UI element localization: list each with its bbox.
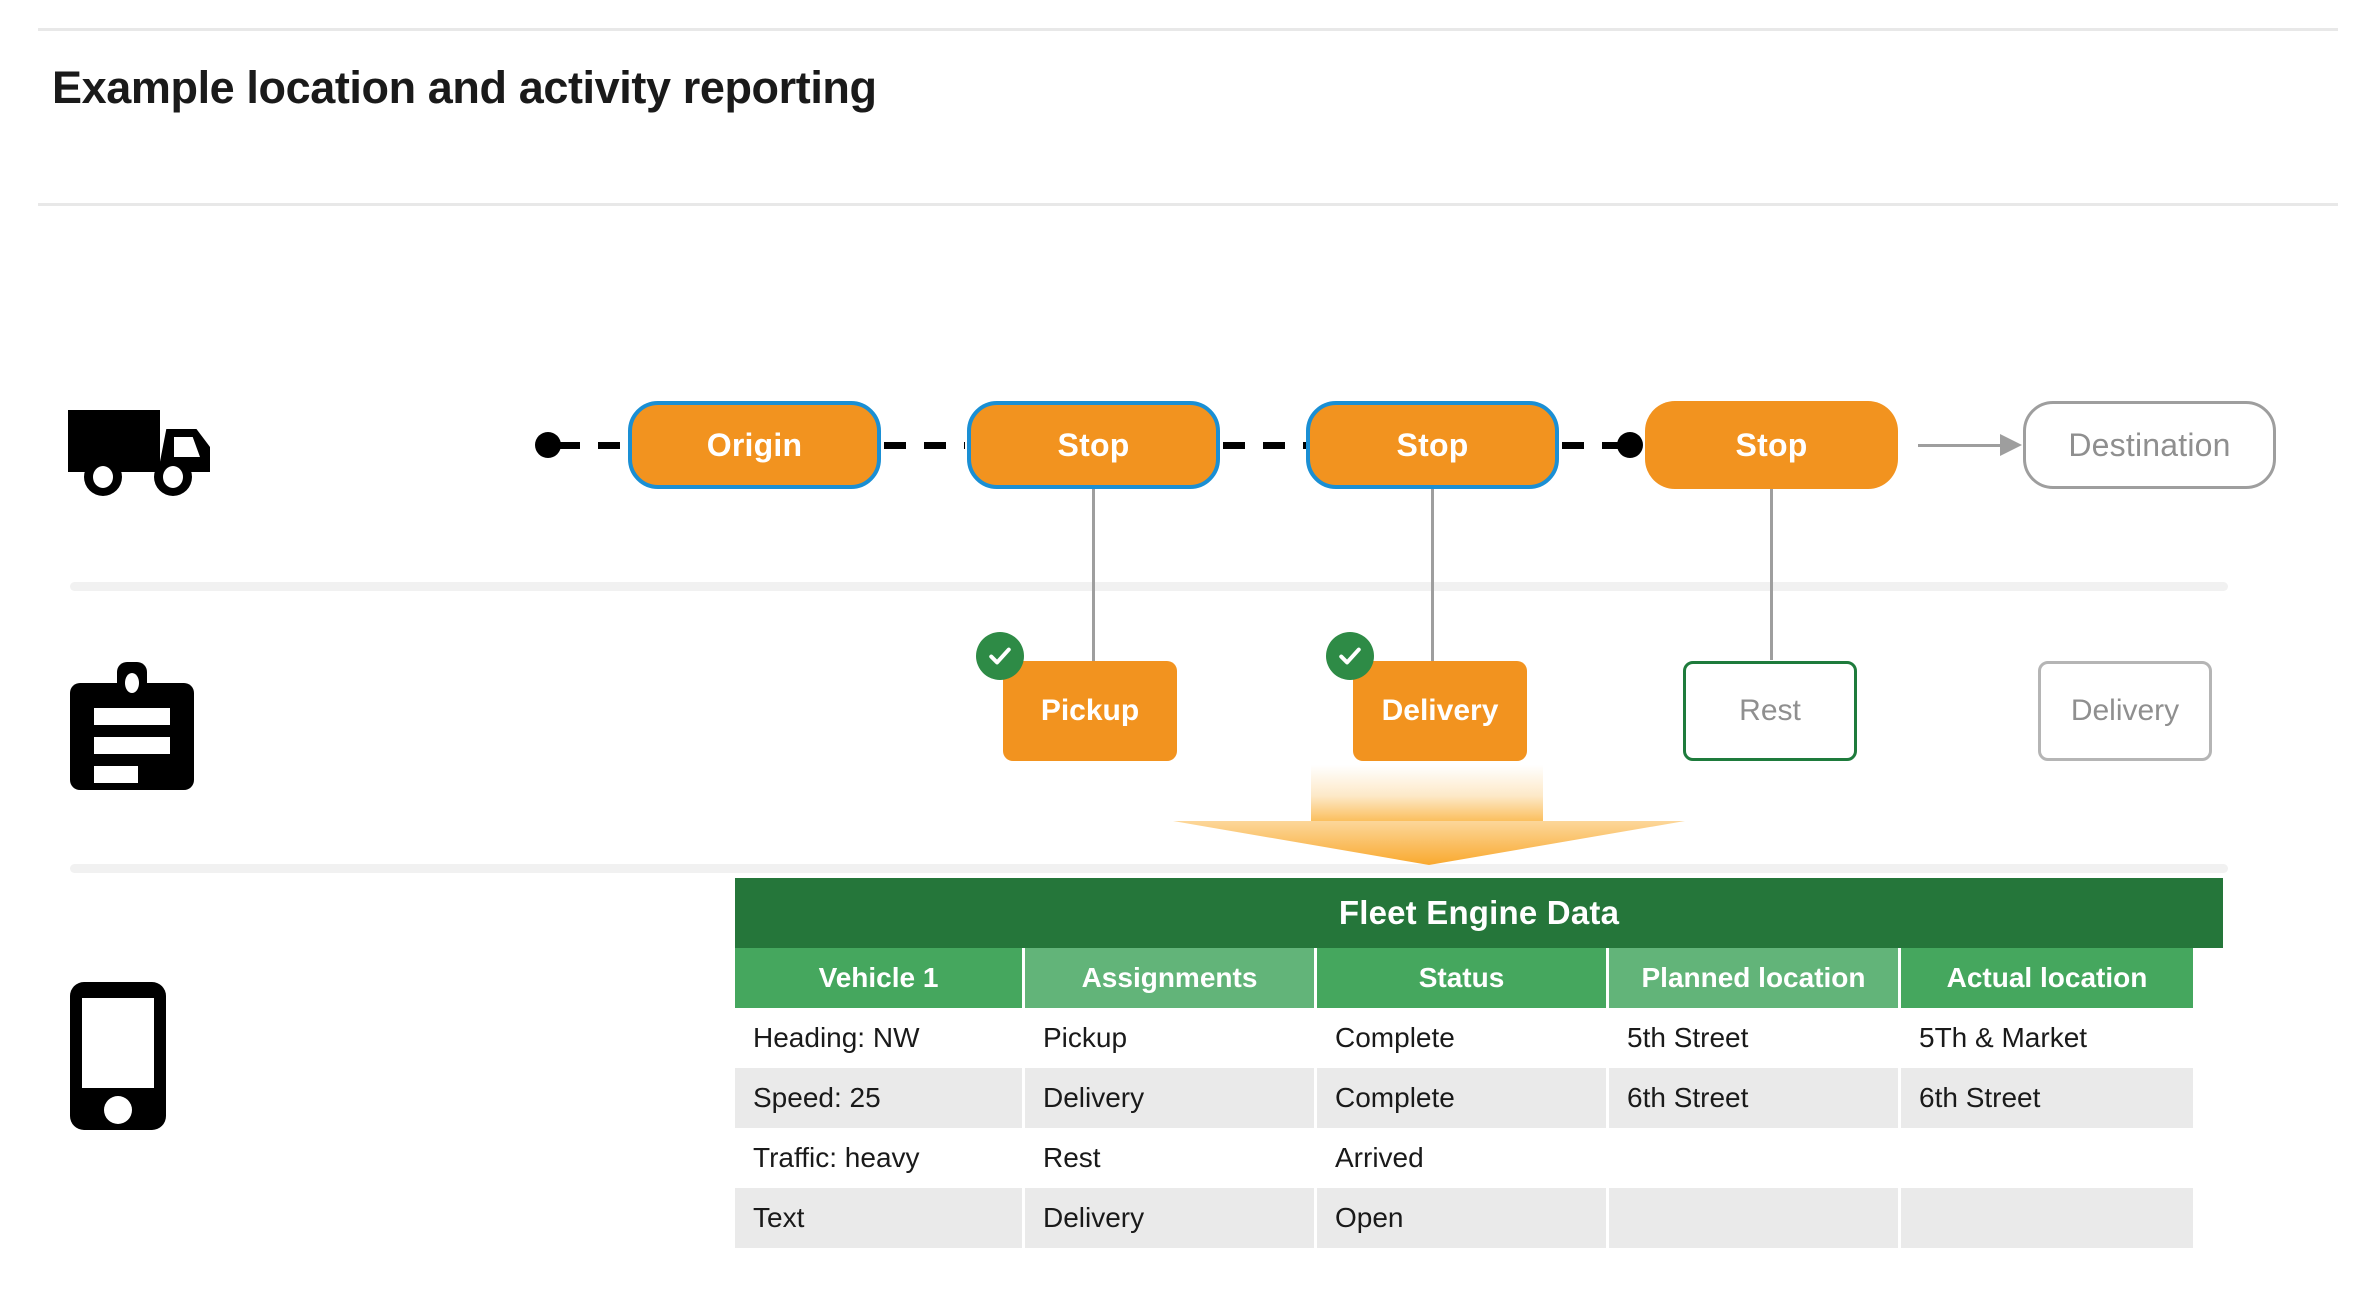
- clipboard-line-1: [94, 708, 170, 725]
- page-title: Example location and activity reporting: [52, 62, 877, 113]
- connector-stop3-rest: [1770, 489, 1773, 660]
- table-header-row: Vehicle 1 Assignments Status Planned loc…: [735, 948, 2193, 1008]
- cell-planned-location: [1609, 1188, 1901, 1248]
- delivery-complete-check-icon: [1326, 632, 1374, 680]
- route-dash-0: [558, 442, 628, 449]
- column-header-actual-location[interactable]: Actual location: [1901, 948, 2193, 1008]
- connector-stop2-delivery: [1431, 489, 1434, 664]
- table-row[interactable]: Text Delivery Open: [735, 1188, 2193, 1248]
- route-arrow-line: [1918, 444, 2014, 447]
- clipboard-line-2: [94, 737, 170, 754]
- truck-hub-rear: [93, 466, 113, 488]
- table-row[interactable]: Traffic: heavy Rest Arrived: [735, 1128, 2193, 1188]
- cell-status: Complete: [1317, 1068, 1609, 1128]
- cell-actual-location: 5Th & Market: [1901, 1008, 2193, 1068]
- lane-divider-route-activity: [70, 582, 2228, 591]
- column-header-status[interactable]: Status: [1317, 948, 1609, 1008]
- mobile-phone-icon: [70, 982, 166, 1130]
- clipboard-icon: [70, 662, 194, 790]
- clipboard-hole-part: [125, 673, 139, 693]
- header-divider-top: [38, 28, 2338, 31]
- cell-planned-location: [1609, 1128, 1901, 1188]
- route-node-label: Destination: [2068, 426, 2231, 463]
- route-current-dot: [1617, 432, 1643, 458]
- route-node-stop-3[interactable]: Stop: [1645, 401, 1898, 489]
- truck-hub-front: [163, 466, 183, 488]
- route-node-label: Origin: [706, 426, 803, 463]
- cell-status: Open: [1317, 1188, 1609, 1248]
- route-node-destination[interactable]: Destination: [2023, 401, 2276, 489]
- phone-home-button-part: [104, 1096, 132, 1124]
- data-flow-arrow-icon: [1173, 765, 1685, 865]
- cell-actual-location: [1901, 1188, 2193, 1248]
- activity-card-label: Delivery: [2070, 694, 2180, 727]
- cell-assignment: Rest: [1025, 1128, 1317, 1188]
- cell-actual-location: [1901, 1128, 2193, 1188]
- column-header-planned-location[interactable]: Planned location: [1609, 948, 1901, 1008]
- route-node-stop-2[interactable]: Stop: [1306, 401, 1559, 489]
- activity-card-label: Pickup: [1040, 694, 1140, 727]
- cell-actual-location: 6th Street: [1901, 1068, 2193, 1128]
- fleet-engine-data-table: Vehicle 1 Assignments Status Planned loc…: [735, 948, 2193, 1248]
- cell-assignment: Pickup: [1025, 1008, 1317, 1068]
- activity-card-label: Delivery: [1381, 694, 1499, 727]
- pickup-complete-check-icon: [976, 632, 1024, 680]
- activity-card-pickup[interactable]: Pickup: [1003, 661, 1177, 761]
- cell-vehicle: Text: [735, 1188, 1025, 1248]
- route-dash-1: [884, 442, 965, 449]
- column-header-assignments[interactable]: Assignments: [1025, 948, 1317, 1008]
- route-node-label: Stop: [1057, 426, 1130, 463]
- route-node-stop-1[interactable]: Stop: [967, 401, 1220, 489]
- activity-card-rest[interactable]: Rest: [1683, 661, 1857, 761]
- cell-vehicle: Heading: NW: [735, 1008, 1025, 1068]
- truck-icon: [68, 403, 226, 496]
- route-node-label: Stop: [1735, 426, 1808, 463]
- table-row[interactable]: Speed: 25 Delivery Complete 6th Street 6…: [735, 1068, 2193, 1128]
- cell-assignment: Delivery: [1025, 1188, 1317, 1248]
- route-node-origin[interactable]: Origin: [628, 401, 881, 489]
- cell-status: Complete: [1317, 1008, 1609, 1068]
- route-node-label: Stop: [1396, 426, 1469, 463]
- table-header: Vehicle 1 Assignments Status Planned loc…: [735, 948, 2193, 1008]
- fleet-engine-data-title: Fleet Engine Data: [735, 878, 2223, 948]
- cell-planned-location: 6th Street: [1609, 1068, 1901, 1128]
- activity-card-delivery-2[interactable]: Delivery: [2038, 661, 2212, 761]
- route-dash-2: [1223, 442, 1307, 449]
- cell-assignment: Delivery: [1025, 1068, 1317, 1128]
- route-arrow-head-icon: [2000, 434, 2022, 456]
- route-dash-3: [1562, 442, 1628, 449]
- route-start-dot: [535, 432, 561, 458]
- arrow-shaft-part: [1311, 765, 1543, 821]
- cell-status: Arrived: [1317, 1128, 1609, 1188]
- cell-vehicle: Traffic: heavy: [735, 1128, 1025, 1188]
- activity-card-delivery-1[interactable]: Delivery: [1353, 661, 1527, 761]
- truck-window-part: [174, 437, 200, 457]
- table-row[interactable]: Heading: NW Pickup Complete 5th Street 5…: [735, 1008, 2193, 1068]
- clipboard-line-3: [94, 766, 138, 783]
- arrow-head-part: [1173, 821, 1685, 865]
- activity-card-label: Rest: [1739, 694, 1801, 727]
- fleet-engine-data-panel: Fleet Engine Data Vehicle 1 Assignments …: [735, 878, 2223, 1248]
- cell-planned-location: 5th Street: [1609, 1008, 1901, 1068]
- table-body: Heading: NW Pickup Complete 5th Street 5…: [735, 1008, 2193, 1248]
- lane-divider-activity-device: [70, 864, 2228, 873]
- phone-screen-part: [82, 998, 154, 1088]
- cell-vehicle: Speed: 25: [735, 1068, 1025, 1128]
- column-header-vehicle[interactable]: Vehicle 1: [735, 948, 1025, 1008]
- connector-stop1-pickup: [1092, 489, 1095, 664]
- header-divider-bottom: [38, 203, 2338, 206]
